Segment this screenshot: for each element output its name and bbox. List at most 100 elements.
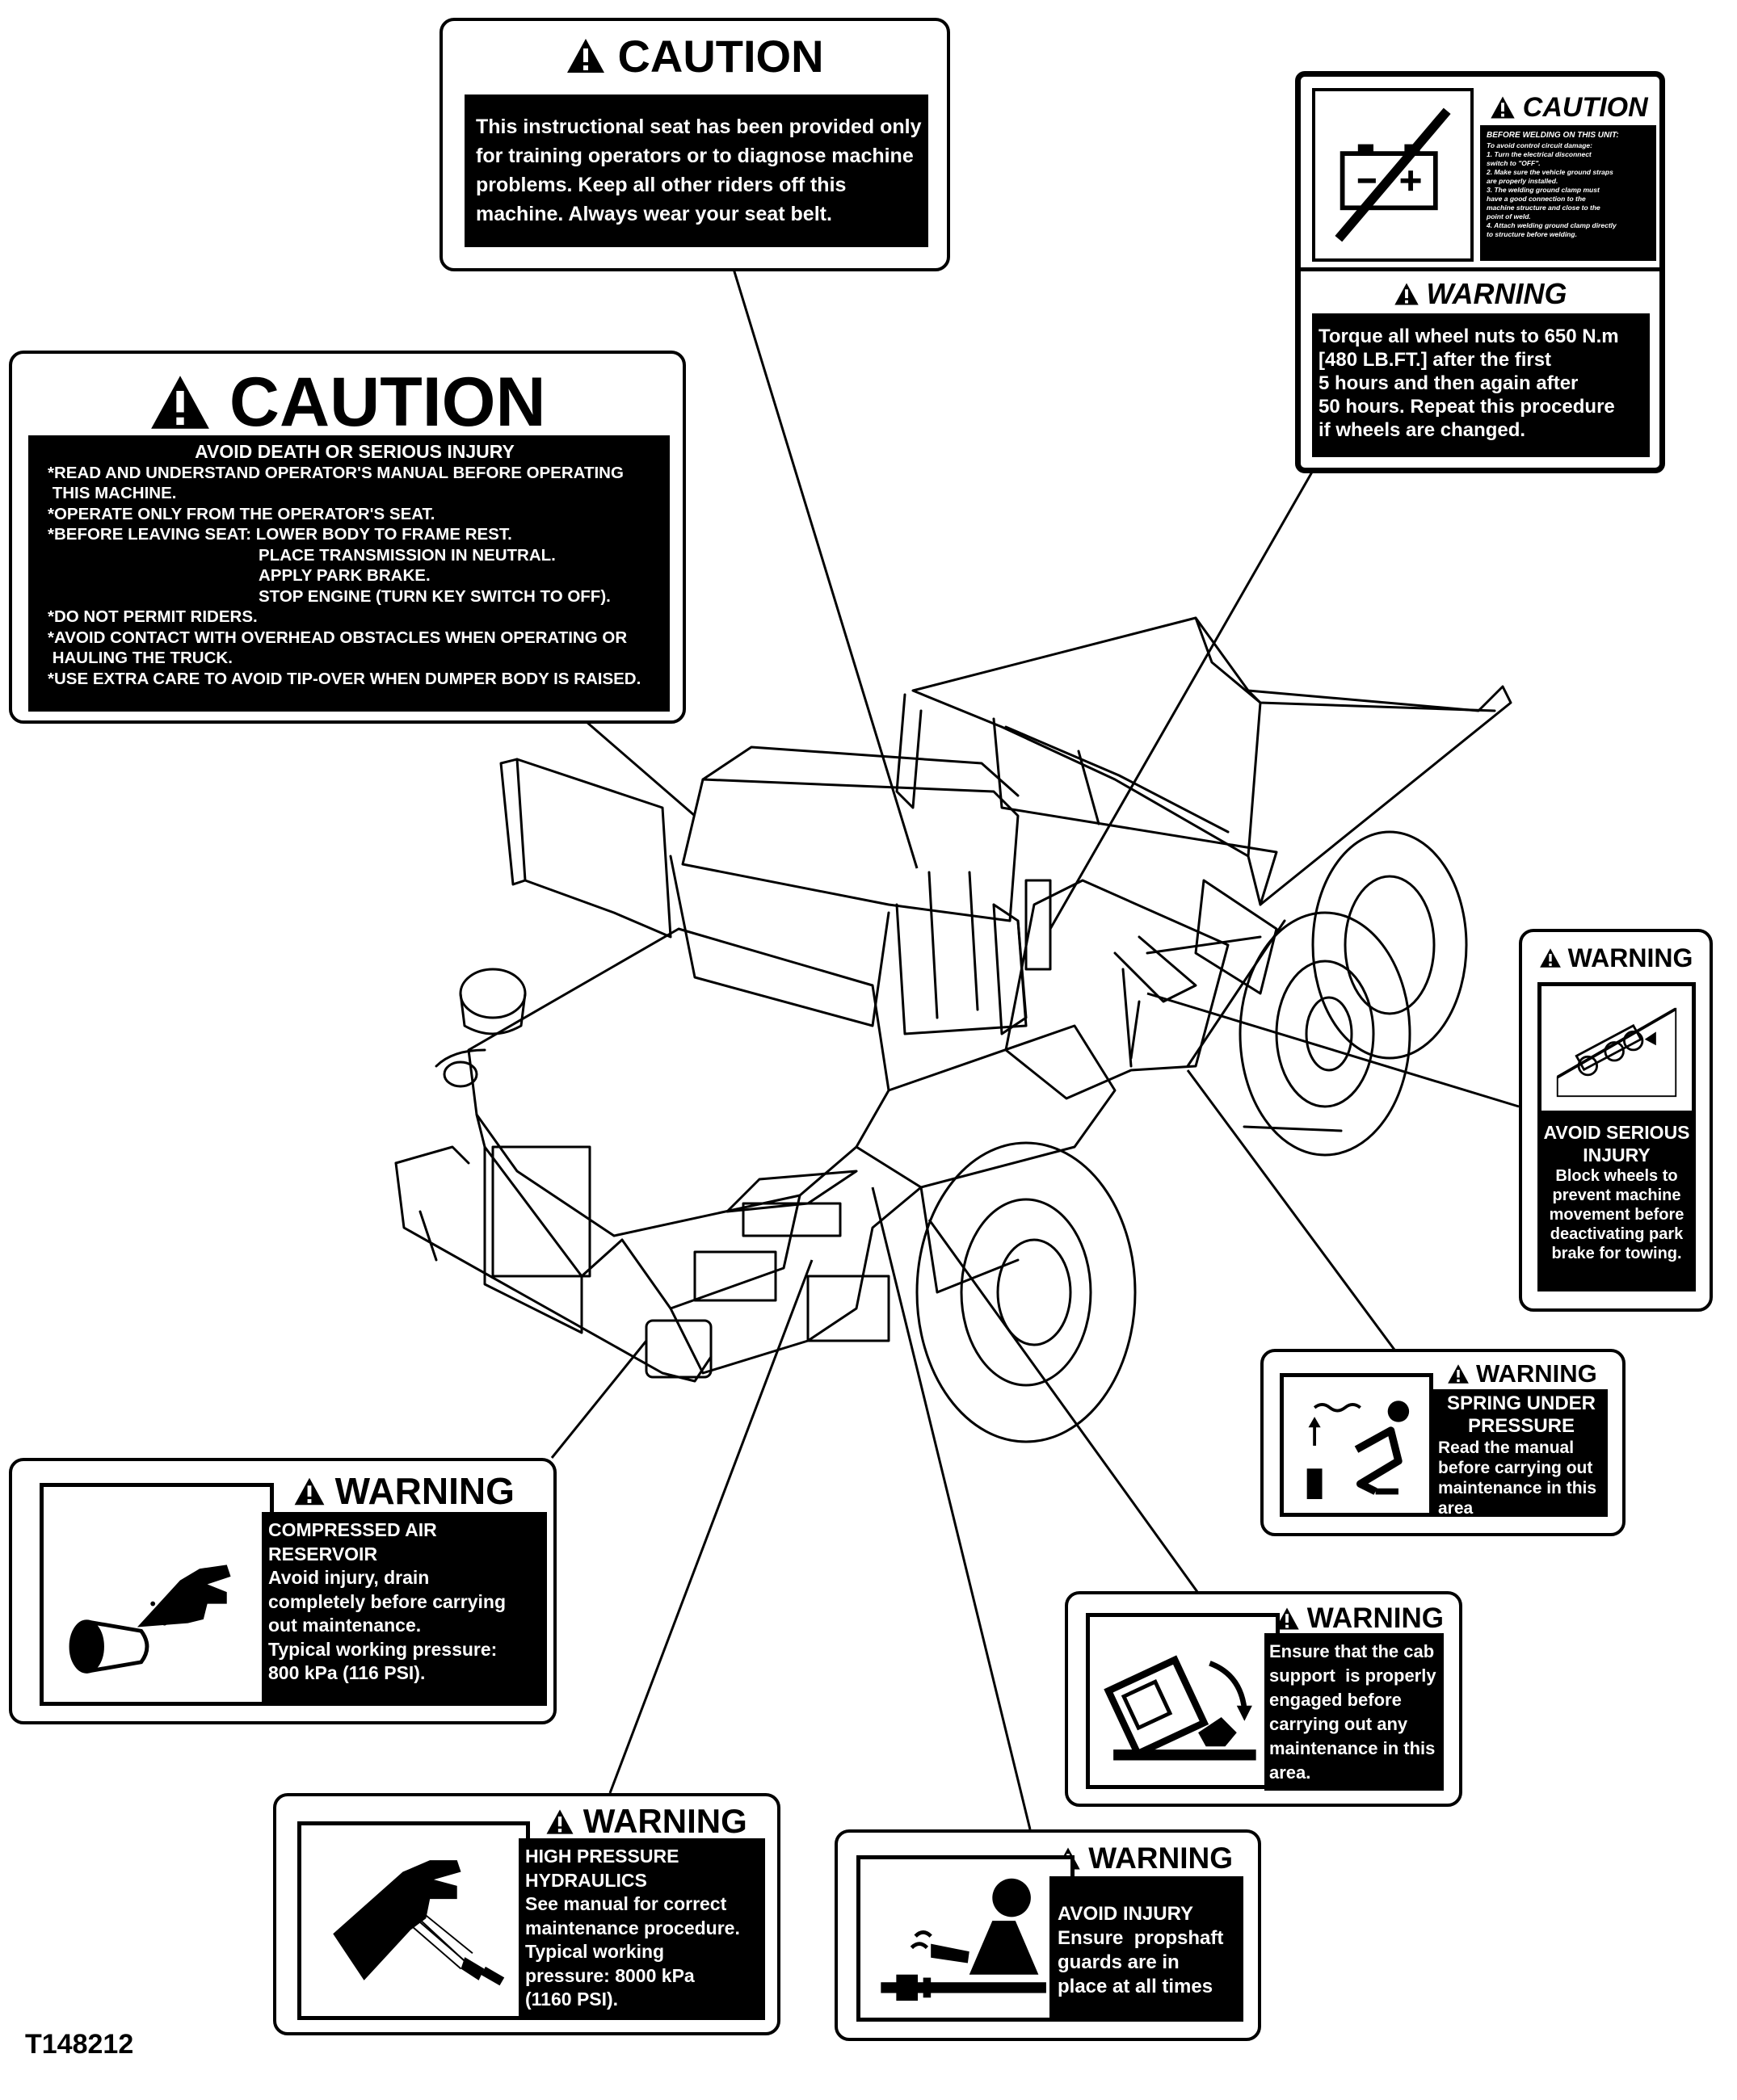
- air-reservoir-warning-message: COMPRESSED AIR RESERVOIR Avoid injury, d…: [262, 1512, 547, 1706]
- signal-word: WARNING: [1475, 1359, 1597, 1388]
- air-reservoir-warning-header: WARNING: [263, 1468, 545, 1514]
- message-title: AVOID INJURY: [1058, 1903, 1194, 1925]
- warning-triangle-icon: [1539, 947, 1562, 968]
- message-line: 3. The welding ground clamp must: [1487, 186, 1600, 194]
- message-line: *BEFORE LEAVING SEAT: LOWER BODY TO FRAM…: [48, 525, 512, 544]
- message-line: switch to "OFF".: [1487, 159, 1541, 167]
- message-line: prevent machine: [1552, 1186, 1681, 1204]
- wheelnut-warning-header: WARNING: [1301, 277, 1659, 311]
- cab: [669, 746, 1052, 1035]
- air-reservoir-warning-label: WARNING COMPRESSED AIR RESERVOIR Avoid i…: [9, 1458, 557, 1724]
- message-line: out maintenance.: [268, 1615, 422, 1636]
- message-line: Torque all wheel nuts to 650 N.m: [1319, 326, 1619, 347]
- message-title: INJURY: [1583, 1144, 1651, 1166]
- wheelnut-warning-message: Torque all wheel nuts to 650 N.m [480 LB…: [1312, 313, 1650, 457]
- signal-word: CAUTION: [1522, 91, 1648, 123]
- signal-word: WARNING: [1306, 1602, 1444, 1634]
- message-line: to structure before welding.: [1487, 230, 1577, 238]
- warning-triangle-icon: [1447, 1363, 1470, 1384]
- message-line: if wheels are changed.: [1319, 419, 1526, 441]
- message-line: Read the manual: [1438, 1438, 1575, 1457]
- signal-word: WARNING: [1088, 1842, 1234, 1875]
- warning-triangle-icon: [1394, 282, 1419, 306]
- rear-wheels: [1186, 830, 1468, 1157]
- cab-support-pictogram: [1086, 1613, 1280, 1789]
- message-title: HYDRAULICS: [525, 1869, 647, 1891]
- spring-recoil-icon: [1306, 1401, 1410, 1500]
- warning-triangle-icon: [566, 37, 606, 74]
- tow-pictogram: [1537, 982, 1696, 1115]
- tow-warning-label: WARNING AVOID SERIOUS INJURY Block wheel…: [1519, 929, 1713, 1312]
- message-line: 1. Turn the electrical disconnect: [1487, 150, 1592, 158]
- message-line: [480 LB.FT.] after the first: [1319, 349, 1552, 371]
- hydraulic-spray-hand-icon: [333, 1860, 505, 1986]
- message-line: area: [1438, 1499, 1474, 1518]
- propshaft-warning-message: AVOID INJURY Ensure propshaft guards are…: [1049, 1876, 1243, 2022]
- message-line: Ensure that the cab: [1269, 1641, 1435, 1661]
- message-line: This instructional seat has been provide…: [476, 116, 922, 138]
- message-line: carrying out any: [1269, 1714, 1408, 1734]
- cab-support-warning-label: WARNING Ensure that the cab support is p…: [1065, 1591, 1462, 1807]
- warning-triangle-icon: [149, 373, 212, 431]
- message-line: movement before: [1549, 1206, 1684, 1224]
- spring-pictogram: [1280, 1373, 1433, 1517]
- propshaft-warning-label: WARNING AVOID INJURY Ensure propshaft gu…: [835, 1829, 1261, 2041]
- cab-support-warning-header: WARNING: [1262, 1601, 1456, 1636]
- message-line: machine structure and close to the: [1487, 204, 1600, 212]
- message-title: PRESSURE: [1467, 1415, 1575, 1437]
- weld-and-wheelnut-label: CAUTION BEFORE WELDING ON THIS UNIT: To …: [1295, 71, 1665, 473]
- front-wheel: [915, 1141, 1137, 1443]
- operation-caution-label: CAUTION AVOID DEATH OR SERIOUS INJURY *R…: [9, 351, 686, 724]
- hydraulics-pictogram: [297, 1821, 530, 2020]
- seat-caution-message: This instructional seat has been provide…: [465, 94, 928, 247]
- propshaft-pictogram: [856, 1855, 1075, 2022]
- message-title: AVOID DEATH OR SERIOUS INJURY: [195, 441, 515, 462]
- hydraulics-warning-label: WARNING HIGH PRESSURE HYDRAULICS See man…: [273, 1793, 780, 2035]
- message-line: *READ AND UNDERSTAND OPERATOR'S MANUAL B…: [48, 463, 624, 482]
- air-spray-hand-icon: [69, 1564, 231, 1674]
- signal-word: CAUTION: [617, 30, 824, 82]
- spring-warning-label: WARNING SPRING UNDER PRESSURE Read the m…: [1260, 1349, 1626, 1536]
- message-line: area.: [1269, 1762, 1311, 1783]
- message-line: maintenance in this: [1438, 1479, 1597, 1497]
- message-line: point of weld.: [1487, 212, 1531, 220]
- message-line: maintenance in this: [1269, 1738, 1436, 1758]
- rotating-shaft-entanglement-icon: [881, 1878, 1046, 2001]
- air-tank: [459, 968, 527, 1019]
- signal-word: WARNING: [1567, 943, 1693, 972]
- battery-crossed-icon: [1335, 107, 1451, 242]
- figure-id: T148212: [25, 2029, 134, 2060]
- air-reservoir-pictogram: [40, 1483, 274, 1706]
- weld-caution-header: CAUTION: [1480, 91, 1658, 124]
- message-line: *AVOID CONTACT WITH OVERHEAD OBSTACLES W…: [48, 628, 628, 647]
- leader-lines: [550, 268, 1520, 1830]
- message-line: pressure: 8000 kPa: [525, 1964, 695, 1986]
- tow-warning-message: AVOID SERIOUS INJURY Block wheels to pre…: [1537, 1115, 1696, 1292]
- tow-warning-header: WARNING: [1522, 943, 1710, 972]
- message-line: engaged before: [1269, 1690, 1402, 1710]
- message-line: Ensure propshaft: [1058, 1927, 1224, 1949]
- message-line: PLACE TRANSMISSION IN NEUTRAL.: [259, 545, 556, 565]
- message-line: machine. Always wear your seat belt.: [476, 203, 832, 225]
- battery-disconnect-pictogram: [1312, 88, 1474, 262]
- message-line: for training operators or to diagnose ma…: [476, 145, 914, 167]
- message-line: Typical working pressure:: [268, 1638, 498, 1660]
- message-line: THIS MACHINE.: [48, 484, 177, 502]
- signal-word: WARNING: [583, 1802, 747, 1840]
- warning-triangle-icon: [293, 1476, 326, 1506]
- message-line: problems. Keep all other riders off this: [476, 174, 847, 196]
- spring-warning-header: WARNING: [1429, 1359, 1615, 1389]
- message-line: *DO NOT PERMIT RIDERS.: [48, 607, 258, 626]
- operation-caution-header: CAUTION: [12, 362, 683, 443]
- message-line: 5 hours and then again after: [1319, 372, 1579, 394]
- message-line: place at all times: [1058, 1976, 1213, 1997]
- message-line: APPLY PARK BRAKE.: [259, 566, 431, 585]
- signal-word: WARNING: [334, 1470, 515, 1512]
- message-line: Avoid injury, drain: [268, 1567, 430, 1588]
- message-line: support is properly: [1269, 1665, 1436, 1686]
- message-title: RESERVOIR: [268, 1543, 378, 1564]
- message-line: See manual for correct: [525, 1893, 727, 1914]
- message-line: 2. Make sure the vehicle ground straps: [1487, 168, 1613, 176]
- message-line: brake for towing.: [1551, 1245, 1682, 1262]
